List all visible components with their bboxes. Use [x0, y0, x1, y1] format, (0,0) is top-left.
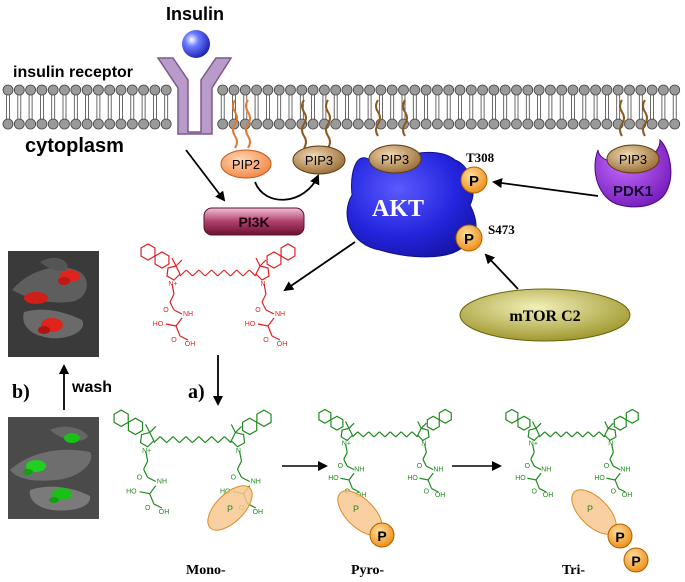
hydroxyl-oh: OH: [277, 341, 288, 348]
pip3-head-akt: PIP3: [368, 144, 422, 174]
pi3k-label: PI3K: [238, 214, 269, 230]
mtorc2-to-s473-arrow: [484, 253, 519, 290]
oxygen-atom: O: [145, 505, 151, 512]
cyanine-probe-red: N+ N O NH HO OH O O NH HO OH O: [140, 243, 296, 348]
pyro-label: Pyro-: [351, 563, 385, 578]
tri-p-atom: P: [587, 504, 593, 514]
hydroxyl-ho: HO: [220, 489, 231, 496]
hydroxyl-oh: OH: [253, 509, 264, 516]
pip3-lipid-akt: [375, 99, 408, 137]
oxygen-atom: O: [263, 337, 269, 344]
pip2-lipid: PIP2: [220, 99, 272, 179]
pdk1-label: PDK1: [613, 183, 653, 200]
amide-nh: NH: [433, 466, 443, 473]
oxygen-atom: O: [171, 337, 177, 344]
oxygen-atom: O: [338, 463, 344, 470]
amide-nh: NH: [157, 479, 167, 486]
amide-nh: NH: [541, 466, 551, 473]
amide-nh: NH: [354, 466, 364, 473]
amide-nh: NH: [251, 479, 261, 486]
s473-label: S473: [488, 222, 515, 237]
step-b-label: b): [12, 381, 30, 403]
hydroxyl-oh: OH: [622, 492, 633, 499]
nitrogen-atom: N: [260, 281, 265, 288]
hydroxyl-oh: OH: [185, 341, 196, 348]
amide-nh: NH: [275, 311, 285, 318]
amide-nh: NH: [620, 466, 630, 473]
pip3-head-pdk1: PIP3: [606, 144, 660, 174]
t308-label: T308: [466, 150, 495, 165]
pyro-p-label: P: [377, 528, 386, 544]
tri-p-label-1: P: [615, 529, 624, 545]
pip2-to-pip3-arrow: [254, 174, 320, 201]
nitrogen-plus-atom: N+: [168, 281, 177, 288]
pip2-label: PIP2: [232, 157, 260, 172]
pyro-phosphate-group: P P: [337, 490, 395, 548]
insulin-sphere-icon: [182, 30, 210, 58]
hydroxyl-oh: OH: [543, 492, 554, 499]
cytoplasm-label: cytoplasm: [25, 135, 124, 157]
hydroxyl-oh: OH: [159, 509, 170, 516]
nitrogen-plus-atom: N+: [342, 441, 351, 448]
pip3-label-akt: PIP3: [381, 152, 409, 167]
pyro-p-atom: P: [353, 504, 359, 514]
mtorc2-label: mTOR C2: [509, 308, 580, 325]
oxygen-atom: O: [417, 463, 423, 470]
microscopy-panel-red: [8, 251, 99, 357]
amide-nh: NH: [183, 311, 193, 318]
insulin-receptor-label: insulin receptor: [13, 64, 133, 81]
hydroxyl-ho: HO: [515, 475, 526, 482]
mono-label: Mono-: [186, 563, 226, 578]
oxygen-atom: O: [532, 489, 538, 496]
cyanine-probe-tri: N+ N O NH HO OH O O NH HO OH O: [505, 408, 639, 499]
akt-kinase: AKT: [346, 152, 477, 258]
pip3-lipid-middle: PIP3: [292, 99, 346, 175]
oxygen-atom: O: [231, 474, 237, 481]
insulin-receptor: [156, 57, 233, 135]
oxygen-atom: O: [424, 489, 430, 496]
oxygen-atom: O: [255, 307, 261, 314]
mono-phosphate-group: P: [207, 485, 253, 531]
t308-p-label: P: [469, 173, 479, 190]
nitrogen-atom: N: [608, 441, 613, 448]
hydroxyl-ho: HO: [594, 475, 605, 482]
hydroxyl-ho: HO: [407, 475, 418, 482]
t308-phosphate: P: [460, 166, 488, 194]
wash-label: wash: [71, 379, 112, 396]
oxygen-atom: O: [163, 307, 169, 314]
akt-label: AKT: [372, 196, 424, 222]
hydroxyl-ho: HO: [126, 489, 137, 496]
tri-phosphate-group: P P P: [571, 489, 649, 573]
oxygen-atom: O: [525, 463, 531, 470]
nitrogen-atom: N: [236, 448, 241, 455]
mtorc2-complex: mTOR C2: [459, 288, 631, 342]
oxygen-atom: O: [604, 463, 610, 470]
oxygen-atom: O: [137, 474, 143, 481]
tri-p-label-2: P: [631, 553, 640, 569]
hydroxyl-ho: HO: [245, 321, 256, 328]
pip3-label-pdk1: PIP3: [619, 152, 647, 167]
nitrogen-plus-atom: N+: [142, 448, 151, 455]
akt-to-probe-arrow: [283, 241, 356, 292]
pi3k-box: PI3K: [203, 207, 305, 236]
nitrogen-plus-atom: N+: [529, 441, 538, 448]
hydroxyl-ho: HO: [153, 321, 164, 328]
nitrogen-atom: N: [421, 441, 426, 448]
microscopy-panel-green: [8, 417, 99, 519]
mono-p-atom: P: [227, 504, 233, 514]
pip3-label-middle: PIP3: [305, 153, 333, 168]
hydroxyl-ho: HO: [328, 475, 339, 482]
hydroxyl-oh: OH: [435, 492, 446, 499]
s473-p-label: P: [464, 231, 474, 248]
s473-phosphate: P: [455, 224, 483, 252]
receptor-to-pi3k-arrow: [185, 149, 226, 202]
insulin-label: Insulin: [166, 4, 224, 24]
step-a-label: a): [188, 381, 205, 403]
lipid-bilayer: [2, 84, 681, 130]
tri-label: Tri-: [562, 563, 585, 578]
oxygen-atom: O: [611, 489, 617, 496]
pdk1-to-t308-arrow: [492, 178, 599, 197]
